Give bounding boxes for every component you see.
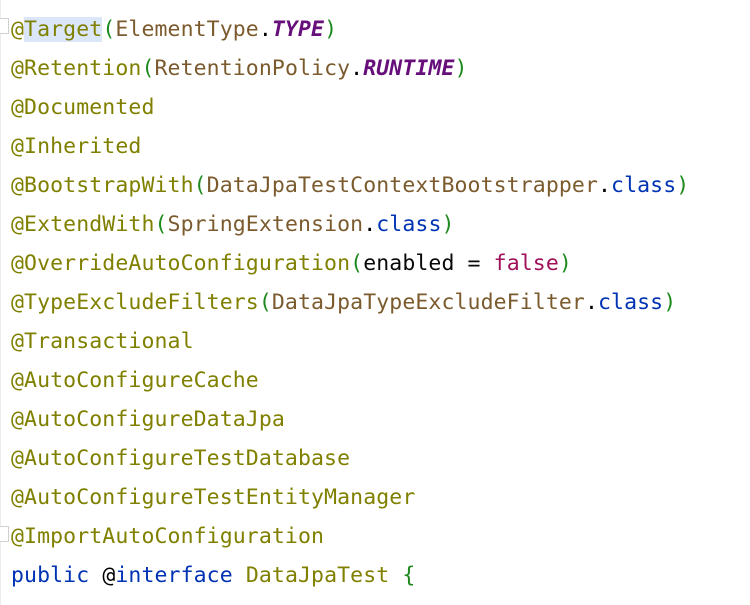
code-line[interactable]: @Inherited <box>11 127 689 166</box>
code-token: public <box>11 563 103 588</box>
code-token: @Inherited <box>11 134 142 159</box>
code-token: @Documented <box>11 95 155 120</box>
code-line[interactable]: @Retention(RetentionPolicy.RUNTIME) <box>11 49 689 88</box>
code-token: class <box>611 173 677 198</box>
code-line[interactable]: @Transactional <box>11 322 689 361</box>
code-token: ) <box>324 17 338 42</box>
code-line[interactable]: @Documented <box>11 88 689 127</box>
code-line[interactable]: @BootstrapWith(DataJpaTestContextBootstr… <box>11 166 689 205</box>
code-token: SpringExtension <box>167 212 364 237</box>
code-line[interactable]: @OverrideAutoConfiguration(enabled = fal… <box>11 244 689 283</box>
code-token: @ExtendWith <box>11 212 155 237</box>
code-line[interactable]: @AutoConfigureCache <box>11 361 689 400</box>
code-token: @Transactional <box>11 329 194 354</box>
code-token: ( <box>154 212 168 237</box>
code-token: Target <box>24 17 103 42</box>
code-token: ( <box>350 251 364 276</box>
code-token: ) <box>676 173 690 198</box>
code-token: @ <box>102 563 116 588</box>
code-token: @BootstrapWith <box>11 173 194 198</box>
code-line[interactable]: @AutoConfigureTestDatabase <box>11 439 689 478</box>
code-token: @AutoConfigureTestDatabase <box>11 446 351 471</box>
code-token: @OverrideAutoConfiguration <box>11 251 351 276</box>
code-token: . <box>363 212 377 237</box>
code-token: . <box>598 173 612 198</box>
code-token: ) <box>441 212 455 237</box>
code-line[interactable]: public @interface DataJpaTest { <box>11 556 689 595</box>
code-token: ( <box>102 17 116 42</box>
code-token: ( <box>193 173 207 198</box>
fold-end-icon[interactable] <box>0 526 9 542</box>
code-line[interactable]: @ImportAutoConfiguration <box>11 517 689 556</box>
code-token: enabled = <box>363 251 494 276</box>
code-token: RUNTIME <box>363 56 455 81</box>
code-line[interactable]: @AutoConfigureTestEntityManager <box>11 478 689 517</box>
code-token: interface <box>115 563 246 588</box>
code-line[interactable]: @ExtendWith(SpringExtension.class) <box>11 205 689 244</box>
code-token: ElementType <box>115 17 259 42</box>
code-token: DataJpaTestContextBootstrapper <box>206 173 598 198</box>
code-token: @ImportAutoConfiguration <box>11 524 325 549</box>
code-token: RetentionPolicy <box>154 56 351 81</box>
code-token: { <box>402 563 416 588</box>
code-token: . <box>350 56 364 81</box>
fold-start-icon[interactable] <box>0 18 9 34</box>
code-token: @Retention <box>11 56 142 81</box>
code-token: @TypeExcludeFilters <box>11 290 259 315</box>
code-token: ) <box>454 56 468 81</box>
code-token: class <box>598 290 664 315</box>
code-token: @AutoConfigureDataJpa <box>11 407 285 432</box>
code-token: DataJpaTypeExcludeFilter <box>271 290 585 315</box>
code-token: . <box>258 17 272 42</box>
code-token: @AutoConfigureTestEntityManager <box>11 485 416 510</box>
code-token: ( <box>258 290 272 315</box>
code-token: ) <box>663 290 677 315</box>
code-area[interactable]: @Target(ElementType.TYPE)@Retention(Rete… <box>0 10 750 595</box>
code-token: @AutoConfigureCache <box>11 368 259 393</box>
code-token: @ <box>11 17 25 42</box>
code-line[interactable]: @Target(ElementType.TYPE) <box>0 10 750 49</box>
code-line[interactable]: @AutoConfigureDataJpa <box>11 400 689 439</box>
code-token: . <box>584 290 598 315</box>
code-line[interactable]: @TypeExcludeFilters(DataJpaTypeExcludeFi… <box>11 283 689 322</box>
code-token: TYPE <box>271 17 325 42</box>
gutter-divider <box>0 0 1 605</box>
code-token: false <box>493 251 559 276</box>
code-token: DataJpaTest <box>245 563 403 588</box>
code-token: ( <box>141 56 155 81</box>
code-token: ) <box>558 251 572 276</box>
code-token: class <box>376 212 442 237</box>
